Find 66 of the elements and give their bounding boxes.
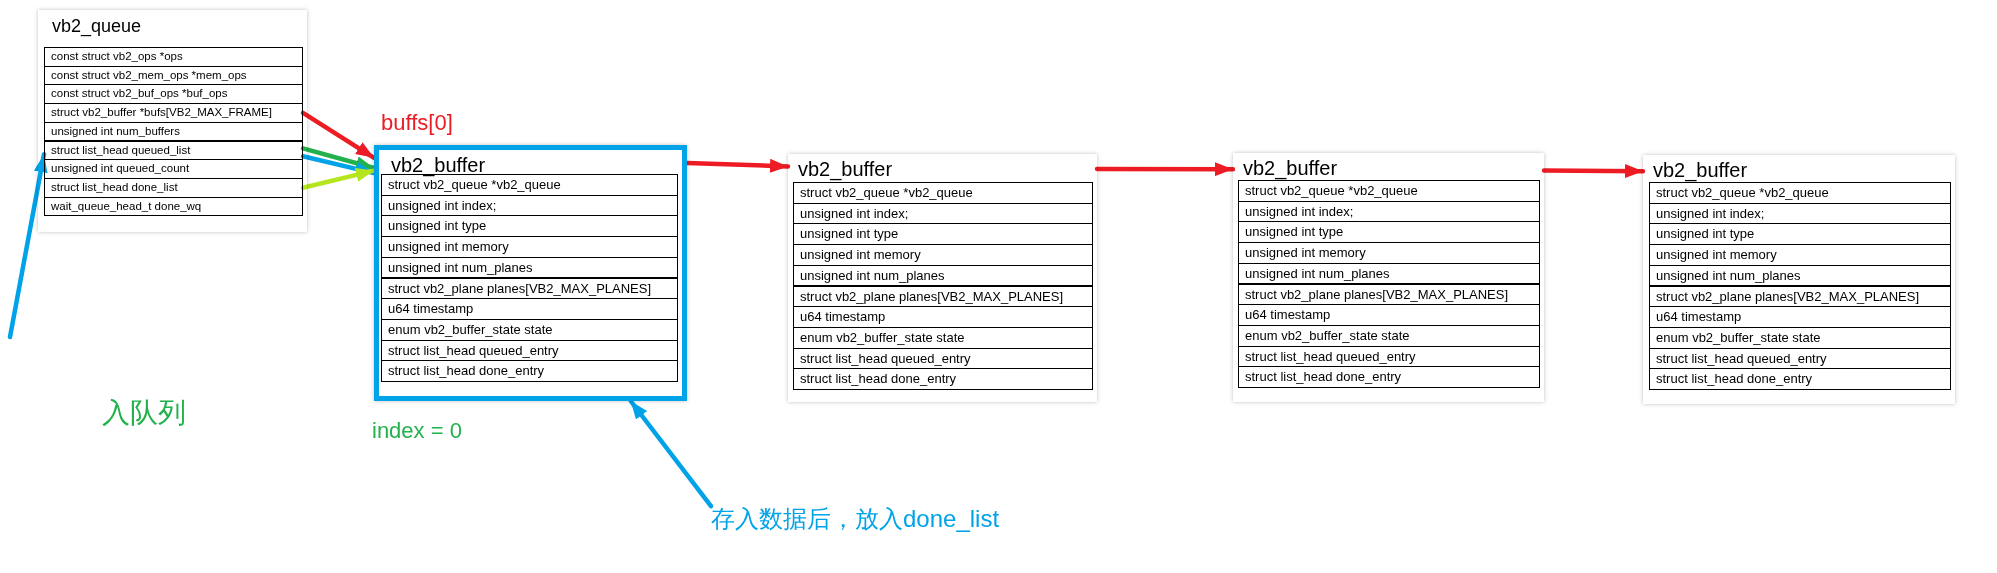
field-row: unsigned int num_buffers (44, 121, 303, 142)
field-row: struct vb2_plane planes[VB2_MAX_PLANES] (381, 277, 678, 300)
note-text: 存入数据后，放入done_list (711, 503, 1000, 535)
struct-title: vb2_buffer (1243, 157, 1338, 180)
arrow (1094, 162, 1236, 177)
field-row: const struct vb2_buf_ops *buf_ops (44, 84, 303, 105)
arrow (300, 154, 377, 176)
field-row: unsigned int index; (1649, 202, 1951, 225)
field-row: struct list_head queued_entry (1649, 347, 1951, 370)
field-row: unsigned int memory (381, 236, 678, 258)
index-note: index = 0 (372, 418, 462, 444)
struct-title: vb2_buffer (1653, 159, 1748, 182)
field-row: u64 timestamp (1649, 306, 1951, 328)
field-row: enum vb2_buffer_state state (1238, 324, 1540, 347)
field-row: struct vb2_buffer *bufs[VB2_MAX_FRAME] (44, 103, 303, 123)
field-row: unsigned int queued_count (44, 159, 303, 179)
field-row: u64 timestamp (381, 298, 678, 320)
field-row: struct vb2_queue *vb2_queue (1238, 180, 1540, 202)
field-row: unsigned int type (381, 215, 678, 238)
struct-box (374, 145, 687, 401)
struct-title: vb2_buffer (798, 158, 893, 181)
arrow (300, 110, 377, 161)
arrow (300, 168, 377, 190)
field-row: struct vb2_plane planes[VB2_MAX_PLANES] (1649, 285, 1951, 308)
field-row: struct list_head queued_list (44, 140, 303, 161)
field-row: struct list_head queued_entry (1238, 345, 1540, 368)
field-row: unsigned int num_planes (1649, 264, 1951, 287)
struct-title: vb2_buffer (391, 154, 486, 177)
field-row: struct list_head done_entry (1649, 368, 1951, 390)
field-row: u64 timestamp (1238, 304, 1540, 326)
field-row: wait_queue_head_t done_wq (44, 196, 303, 217)
arrow (300, 146, 377, 171)
field-row: unsigned int type (793, 223, 1093, 246)
field-row: const struct vb2_mem_ops *mem_ops (44, 65, 303, 86)
field-row: const struct vb2_ops *ops (44, 47, 303, 67)
arrow (1541, 164, 1646, 179)
field-row: enum vb2_buffer_state state (793, 326, 1093, 349)
field-row: unsigned int memory (1238, 242, 1540, 264)
field-row: struct vb2_plane planes[VB2_MAX_PLANES] (1238, 283, 1540, 306)
field-row: unsigned int memory (1649, 244, 1951, 266)
field-row: unsigned int index; (381, 194, 678, 217)
field-row: struct list_head done_entry (1238, 366, 1540, 388)
struct-title: vb2_queue (52, 16, 142, 37)
field-row: struct list_head done_entry (381, 360, 678, 382)
field-row: struct vb2_queue *vb2_queue (1649, 182, 1951, 204)
field-row: unsigned int type (1238, 221, 1540, 244)
field-row: unsigned int type (1649, 223, 1951, 246)
field-row: struct vb2_queue *vb2_queue (793, 182, 1093, 204)
arrow (684, 158, 791, 173)
arrow (628, 398, 714, 509)
field-row: unsigned int num_planes (381, 256, 678, 279)
field-row: struct list_head done_entry (793, 368, 1093, 390)
field-row: unsigned int num_planes (1238, 262, 1540, 285)
field-row: struct vb2_plane planes[VB2_MAX_PLANES] (793, 285, 1093, 308)
field-row: enum vb2_buffer_state state (381, 318, 678, 341)
note-text: 入队列 (102, 396, 186, 430)
field-row: struct list_head queued_entry (793, 347, 1093, 370)
field-row: u64 timestamp (793, 306, 1093, 328)
field-row: unsigned int num_planes (793, 264, 1093, 287)
arrow (7, 152, 48, 340)
field-row: unsigned int index; (793, 202, 1093, 225)
field-row: unsigned int memory (793, 244, 1093, 266)
field-row: struct list_head done_list (44, 177, 303, 198)
field-row: unsigned int index; (1238, 200, 1540, 223)
field-row: enum vb2_buffer_state state (1649, 326, 1951, 349)
field-row: struct list_head queued_entry (381, 339, 678, 362)
